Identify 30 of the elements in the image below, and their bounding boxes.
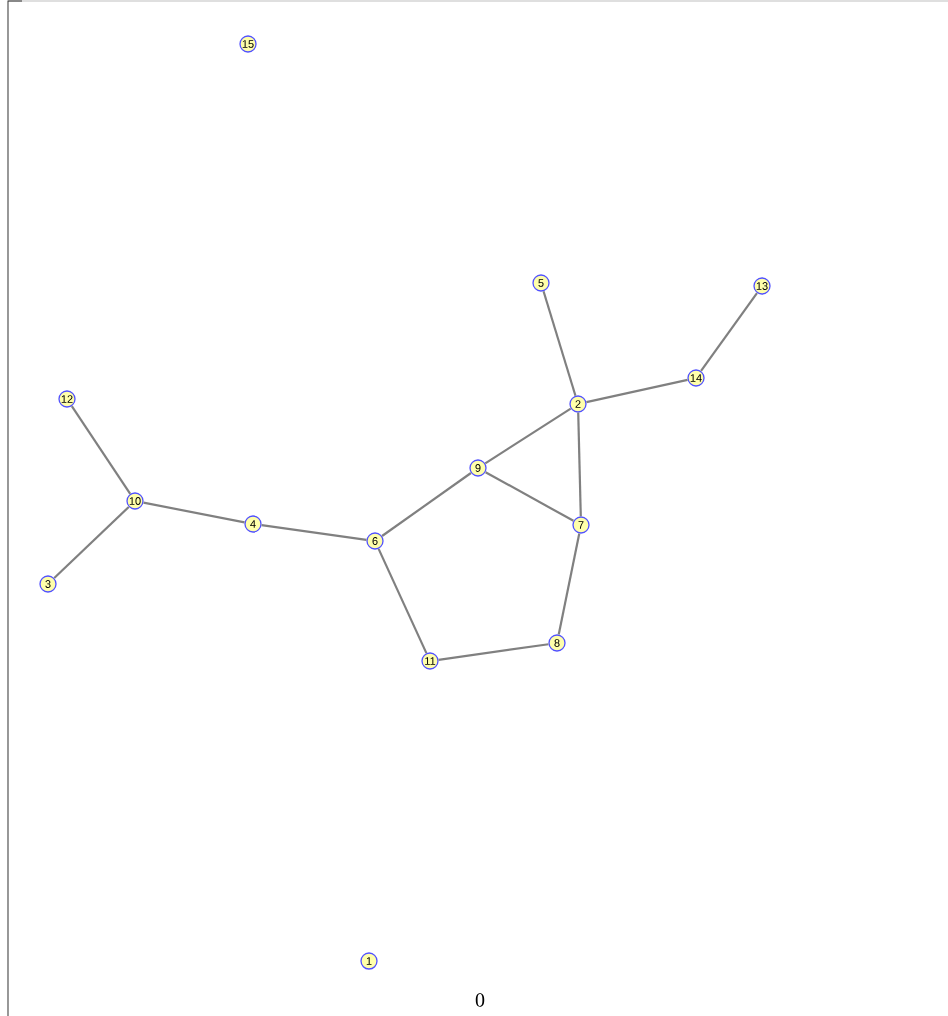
graph-node: 8	[548, 634, 566, 652]
graph-node: 4	[244, 515, 262, 533]
edge-line	[484, 407, 572, 465]
graph-node: 11	[421, 652, 439, 670]
edge-line	[700, 292, 758, 372]
graph-node: 3	[39, 575, 57, 593]
graph-node: 14	[687, 369, 705, 387]
graph-node: 9	[469, 459, 487, 477]
edge-line	[485, 471, 574, 522]
graph-node: 6	[366, 532, 384, 550]
graph-node: 12	[58, 390, 76, 408]
graph-node: 13	[753, 277, 771, 295]
edge-line	[381, 472, 472, 537]
edge-line	[438, 643, 549, 661]
graph-node: 5	[532, 274, 550, 292]
edge-line	[377, 548, 428, 654]
edge-line	[557, 533, 581, 635]
edge-line	[577, 412, 582, 517]
edge-line	[542, 290, 577, 397]
edge-line	[143, 501, 245, 524]
graph-node: 2	[569, 395, 587, 413]
edge-line	[70, 405, 132, 495]
graph-node: 1	[360, 952, 378, 970]
edge-line	[586, 378, 688, 404]
graph-node: 7	[572, 516, 590, 534]
edge-line	[261, 524, 367, 541]
graph-node: 15	[239, 35, 257, 53]
axis-label: 0	[475, 993, 485, 1007]
edge-line	[53, 506, 130, 579]
graph-node: 10	[126, 492, 144, 510]
